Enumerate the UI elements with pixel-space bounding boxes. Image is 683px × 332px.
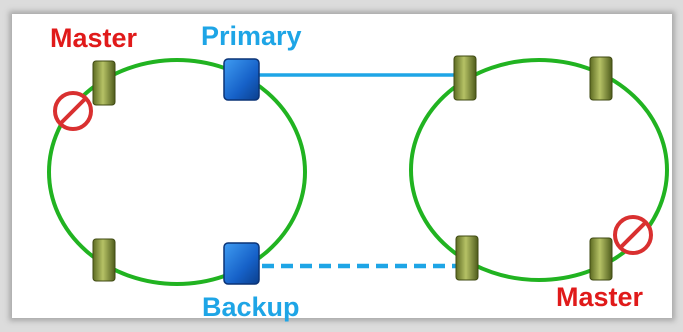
backup-label: Backup	[202, 292, 300, 322]
ring-left	[47, 58, 307, 286]
backup-node	[223, 242, 260, 285]
left-ring-master-node	[92, 60, 116, 106]
left-ring-bottom-node	[92, 238, 116, 282]
right-ring-node-top-left	[453, 55, 477, 101]
right-ring-master-node	[589, 237, 613, 281]
primary-label: Primary	[201, 21, 302, 51]
master-label-left: Master	[50, 23, 138, 53]
master-label-right: Master	[556, 282, 644, 312]
prohibited-icon	[613, 215, 653, 255]
right-ring-node-bottom-left	[455, 235, 479, 281]
primary-node	[223, 58, 260, 101]
right-ring-node-top-right	[589, 56, 613, 101]
ring-right	[409, 58, 669, 282]
prohibited-icon	[53, 91, 93, 131]
